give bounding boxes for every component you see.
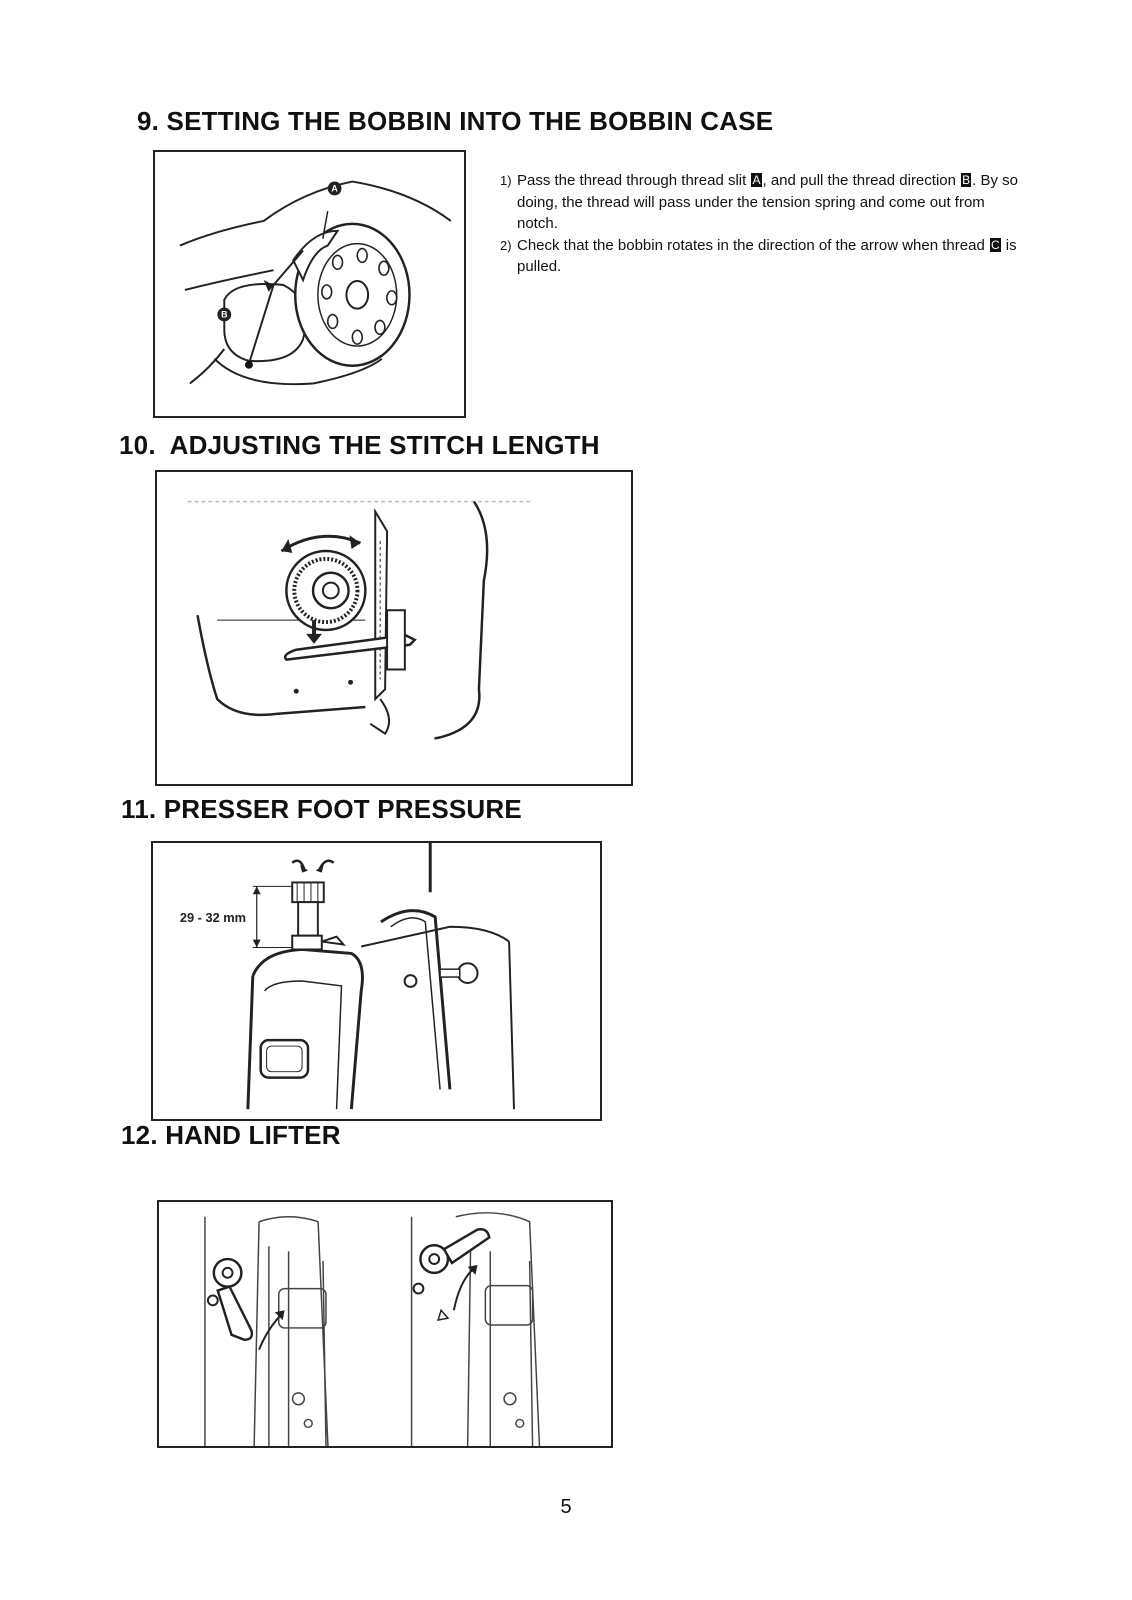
presser-dimension-label: 29 - 32 mm [180,910,246,925]
step-text-part: is pulled. [517,236,1017,276]
section-9-heading: 9. SETTING THE BOBBIN INTO THE BOBBIN CA… [137,106,773,137]
thread-direction-b-tag: B [961,173,972,187]
bobbin-instructions: 1) Pass the thread through thread slit A… [500,170,1020,278]
section-title: PRESSER FOOT PRESSURE [163,794,522,824]
section-11-heading: 11. PRESSER FOOT PRESSURE [121,794,522,825]
step-text: Pass the thread through thread slit A, a… [517,170,1020,235]
hand-lifter-figure [157,1200,613,1448]
step-text-part: , and pull the thread direction [762,172,961,189]
step-text-part: Check that the bobbin rotates in the dir… [517,236,989,254]
stitch-length-illustration [187,500,534,740]
bobbin-label-a: A [331,183,338,193]
section-number: 9. [137,106,160,136]
step-text-part: Pass the thread through thread slit [517,172,751,189]
step-number: 1) [500,173,512,188]
section-title: SETTING THE BOBBIN INTO THE BOBBIN CASE [166,106,774,136]
section-10-heading: 10. ADJUSTING THE STITCH LENGTH [119,430,600,461]
bobbin-illustration: A B [179,180,452,386]
section-12-heading: 12. HAND LIFTER [121,1120,341,1151]
section-number: 11. [121,794,157,824]
step-text: Check that the bobbin rotates in the dir… [517,235,1020,278]
presser-foot-figure: 29 - 32 mm [151,841,602,1121]
stitch-length-figure [155,470,633,786]
hand-lifter-illustration [204,1212,541,1446]
presser-foot-illustration: 29 - 32 mm [180,843,515,1110]
section-title: ADJUSTING THE STITCH LENGTH [169,430,600,460]
thread-c-tag: C [989,237,1001,252]
instruction-step-2: 2) Check that the bobbin rotates in the … [500,235,1020,278]
bobbin-figure: A B [153,150,466,418]
step-number: 2) [500,237,512,253]
section-title: HAND LIFTER [165,1120,341,1150]
thread-slit-a-tag: A [751,173,762,187]
instruction-step-1: 1) Pass the thread through thread slit A… [500,170,1020,235]
page-number: 5 [560,1496,572,1518]
bobbin-label-b: B [221,309,227,319]
section-number: 10. [119,430,156,460]
step-text-part: . By so doing, the thread will pass unde… [517,172,1019,232]
section-number: 12. [121,1120,158,1150]
